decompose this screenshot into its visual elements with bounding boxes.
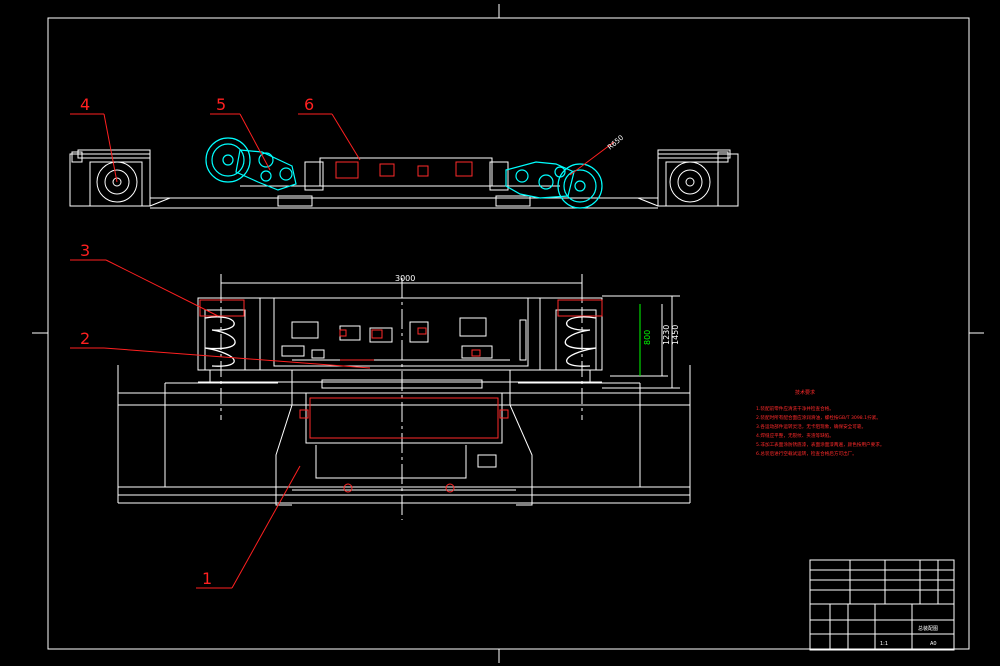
note-line: 3.各运动部件运转灵活，无卡阻现象，确保安全可靠。	[756, 423, 866, 430]
balloon-5: 5	[216, 95, 226, 114]
linkage-assemblies	[205, 137, 603, 209]
dimension-label-3000: 3000	[395, 274, 415, 283]
balloon-1: 1	[202, 569, 212, 588]
notes-title: 技术要求	[795, 389, 815, 396]
dimension-label-800: 800	[643, 330, 652, 345]
dimension-label-1230: 1230	[662, 325, 671, 345]
drawing-name: 总装配图	[918, 625, 938, 632]
note-line: 6.总装后进行空载试运转，检查合格后方可出厂。	[756, 450, 857, 457]
red-components	[199, 161, 603, 493]
note-line: 2.装配时所有配合面应涂润滑油，螺栓按GB/T 3098.1拧紧。	[756, 414, 881, 421]
note-line: 4.焊缝应平整，无裂纹、夹渣等缺陷。	[756, 432, 834, 439]
title-block	[809, 559, 955, 651]
top-view	[69, 149, 739, 209]
springs	[204, 316, 597, 367]
front-view	[117, 297, 691, 506]
dimension-label-radius: R650	[606, 134, 625, 152]
balloon-4: 4	[80, 95, 90, 114]
balloon-6: 6	[304, 95, 314, 114]
balloon-2: 2	[80, 329, 90, 348]
balloon-labels: 4 5 6 3 2 1	[80, 95, 314, 588]
dimension-3000	[220, 274, 583, 300]
sheet-border	[47, 17, 970, 650]
note-line: 5.非加工表面涂防锈底漆，表面涂面漆两遍，颜色按用户要求。	[756, 441, 884, 448]
dimension-verticals	[602, 295, 680, 389]
technical-notes: 技术要求 1.装配前零件应清洗干净并检查合格。 2.装配时所有配合面应涂润滑油，…	[756, 389, 884, 457]
dimension-label-1450: 1450	[671, 325, 680, 345]
balloon-3: 3	[80, 241, 90, 260]
sheet-size: A0	[930, 641, 937, 647]
title-block-text: 总装配图 1:1 A0	[880, 625, 938, 647]
drawing-scale: 1:1	[880, 641, 888, 647]
note-line: 1.装配前零件应清洗干净并检查合格。	[756, 405, 834, 412]
leader-lines	[70, 113, 615, 589]
